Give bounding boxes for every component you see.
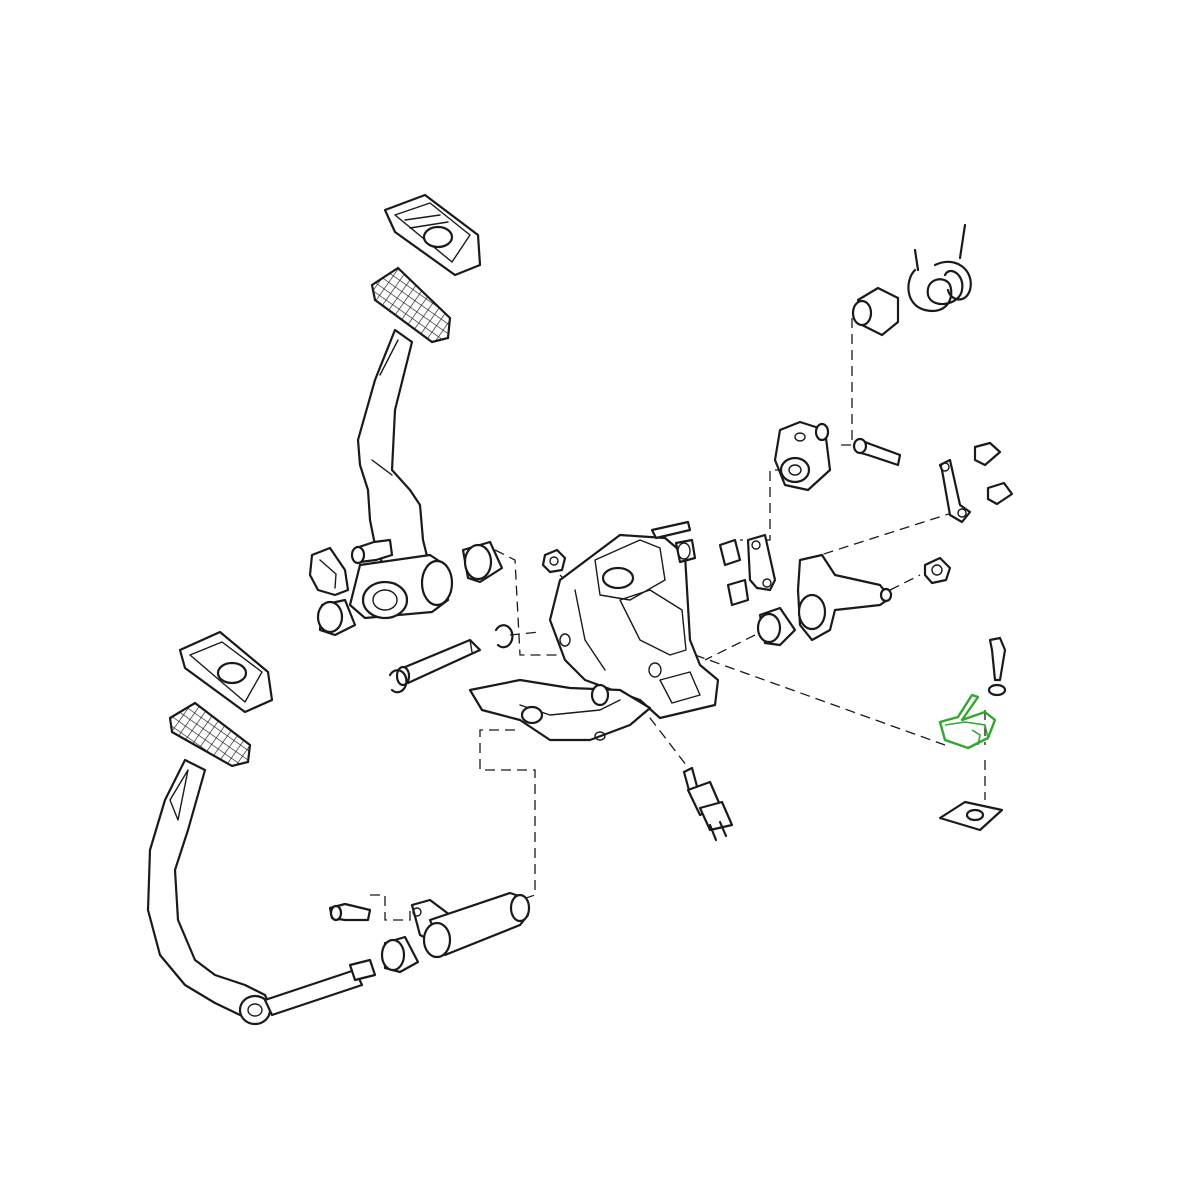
brake-pedal-arm — [146, 758, 274, 1022]
switch-bracket-highlighted — [938, 693, 997, 750]
bolt-lower — [328, 902, 372, 922]
bushing-top — [851, 286, 900, 337]
clutch-pedal — [348, 193, 482, 620]
spring-clip — [308, 546, 350, 597]
master-cylinder-bracket — [773, 420, 832, 492]
screw-top — [987, 636, 1007, 697]
nut-small — [541, 548, 567, 574]
brake-pedal-pad — [168, 701, 252, 768]
pedal-bracket — [548, 520, 720, 720]
bolt-small-2 — [986, 481, 1014, 506]
circlip-left — [388, 669, 408, 694]
bushing-left — [316, 598, 357, 637]
connecting-link — [938, 458, 972, 524]
clutch-pedal-pad-rubber — [383, 193, 482, 277]
mounting-plate — [938, 800, 1004, 832]
pushrod-sleeve — [410, 891, 531, 959]
bushing-right — [756, 606, 797, 647]
bushing-upper — [461, 540, 504, 584]
bushing-small-right — [674, 538, 697, 564]
brake-pedal-pad-rubber — [178, 630, 274, 714]
clip-pair — [718, 538, 750, 607]
lever-arm — [796, 553, 893, 642]
spring — [907, 223, 972, 313]
circlip-right — [494, 624, 514, 649]
bolt-small-1 — [973, 441, 1002, 467]
clutch-pedal-pad — [370, 266, 452, 344]
bushing-lower — [380, 935, 420, 974]
brake-pedal-shaft — [263, 958, 377, 1017]
link-plate — [746, 533, 777, 592]
brake-pedal — [146, 630, 274, 1026]
brake-light-switch — [682, 766, 734, 842]
bolt-long — [852, 437, 902, 467]
pivot-pin — [395, 638, 482, 687]
nut-right — [923, 556, 952, 585]
lower-bracket-plate — [468, 678, 652, 742]
